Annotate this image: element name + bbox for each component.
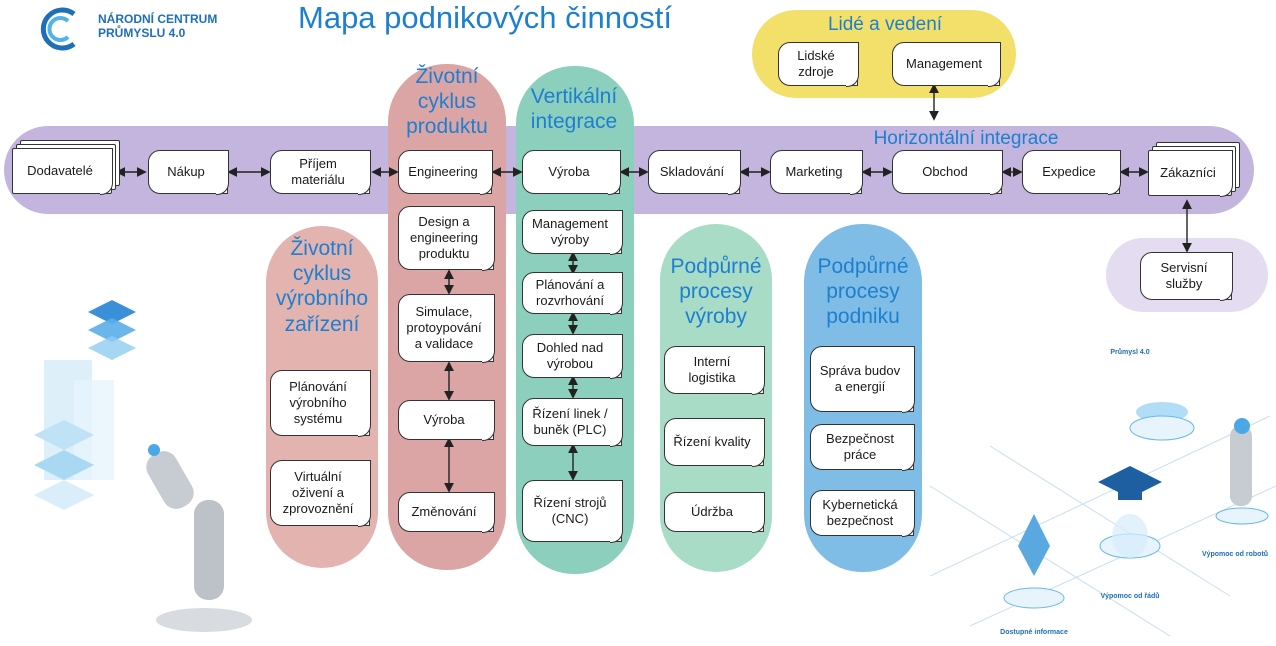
vertical-supervision: Dohled nad výrobou — [522, 333, 623, 379]
illustration-label-industry: Průmysl 4.0 — [1110, 348, 1149, 356]
product-production: Výroba — [398, 399, 495, 441]
chain-receiving: Příjem materiálu — [270, 149, 371, 195]
stacked-layers-icon — [34, 300, 136, 510]
chain-warehousing: Skladování — [648, 149, 741, 195]
vertical-title: Vertikální integrace — [530, 85, 618, 134]
product-design: Design a engineering produktu — [398, 205, 495, 271]
product-simulation: Simulace, protoypování a validace — [398, 293, 495, 363]
maintenance: Údržba — [664, 491, 765, 533]
support-company-title: Podpůrné procesy podniku — [817, 255, 909, 329]
lifecycle-equipment-title: Životní cyklus výrobního zařízení — [275, 237, 369, 336]
quality-control: Řízení kvality — [664, 417, 765, 467]
chain-marketing: Marketing — [770, 149, 863, 195]
robot-arm-icon — [146, 444, 252, 632]
chain-production: Výroba — [522, 149, 621, 195]
illustration-label-robots: Výpomoc od robotů — [1202, 550, 1268, 558]
management-box: Management — [892, 41, 1001, 87]
page-title: Mapa podnikových činností — [298, 0, 672, 35]
chain-sales: Obchod — [892, 149, 1003, 195]
cyber-security: Kybernetická bezpečnost — [810, 489, 915, 537]
graduation-cap-icon — [1098, 466, 1162, 498]
product-changes: Změnování — [398, 491, 495, 533]
chain-customers: Zákazníci — [1148, 149, 1233, 197]
hr-box: Lidské zdroje — [778, 41, 859, 87]
equipment-planning: Plánování výrobního systému — [270, 369, 371, 437]
support-production-title: Podpůrné procesy výroby — [670, 255, 762, 329]
chain-engineering: Engineering — [398, 149, 493, 195]
illustration-label-info: Dostupné informace — [1000, 629, 1068, 636]
illustration-label-rules: Výpomoc od řádů — [1100, 592, 1159, 600]
vertical-plc: Řízení linek / buněk (PLC) — [522, 397, 623, 447]
robot-arm-right-icon — [1230, 426, 1252, 506]
people-title: Lidé a vedení — [827, 14, 943, 35]
horizontal-title: Horizontální integrace — [873, 128, 1059, 149]
service-box: Servisní služby — [1140, 251, 1233, 301]
logo-line2: PRŮMYSLU 4.0 — [98, 26, 186, 41]
right-illustration: Průmysl 4.0 Výpomoc od robotů Výpomoc od… — [930, 348, 1276, 637]
vertical-planning: Plánování a rozvrhování — [522, 271, 623, 315]
chain-purchasing: Nákup — [148, 149, 229, 195]
logo-line1: NÁRODNÍ CENTRUM — [98, 12, 218, 26]
work-safety: Bezpečnost práce — [810, 423, 915, 471]
internal-logistics: Interní logistika — [664, 345, 765, 395]
logo: NÁRODNÍ CENTRUM PRŮMYSLU 4.0 — [34, 6, 264, 52]
equipment-commissioning: Virtuální oživení a zprovoznění — [270, 459, 371, 527]
chain-shipping: Expedice — [1022, 149, 1121, 195]
left-illustration — [34, 300, 252, 632]
logo-icon — [40, 7, 76, 51]
building-energy: Správa budov a energií — [810, 345, 915, 413]
vertical-management: Management výroby — [522, 209, 623, 255]
vertical-cnc: Řízení strojů (CNC) — [522, 479, 623, 543]
chain-suppliers: Dodavatelé — [12, 147, 113, 195]
crystal-icon — [1018, 514, 1050, 576]
lifecycle-product-title: Životní cyklus produktu — [406, 65, 488, 139]
